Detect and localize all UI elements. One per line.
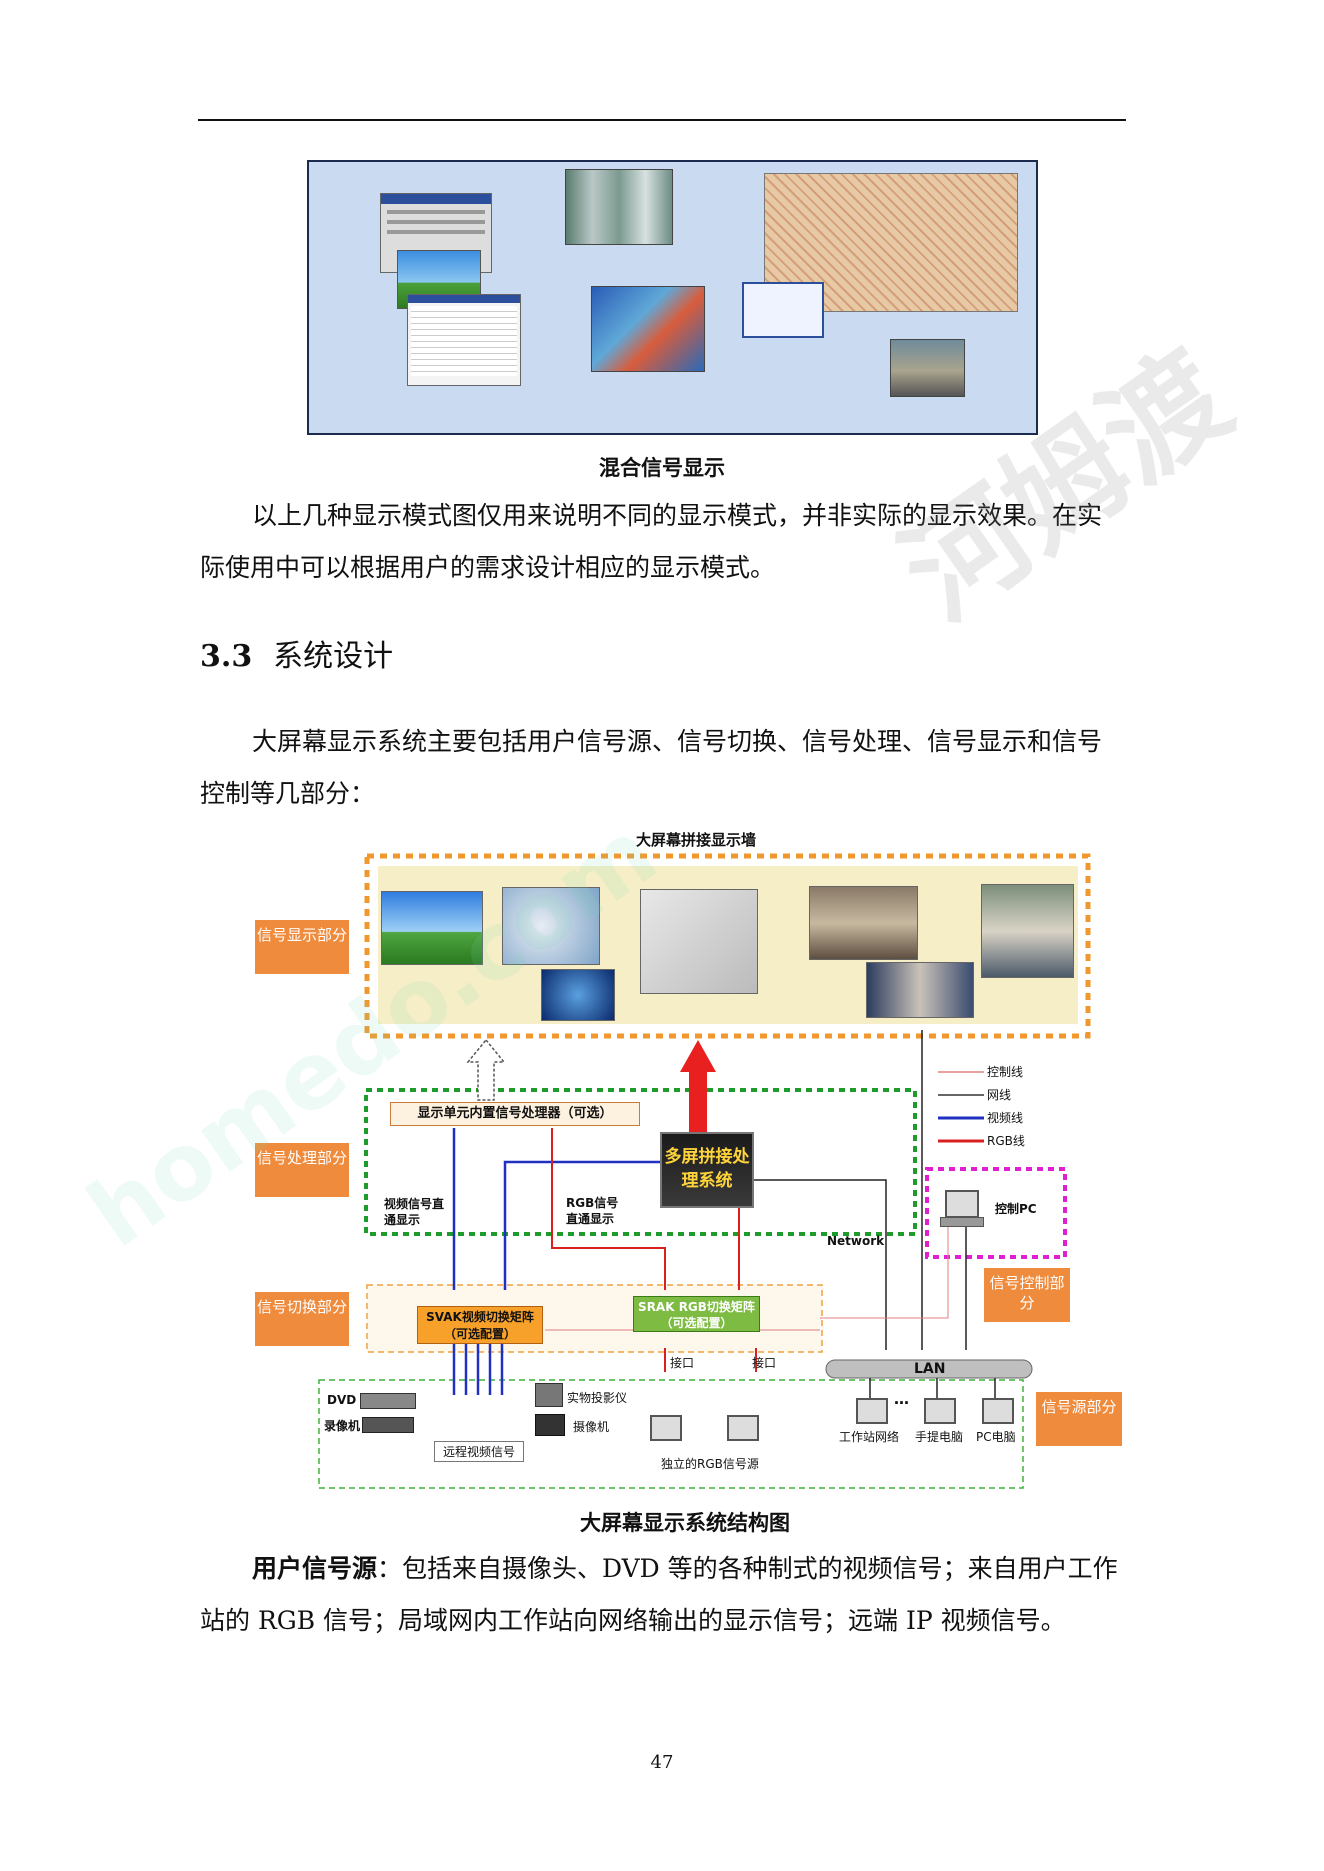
control-pc-label: 控制PC <box>995 1202 1037 1216</box>
mixed-signal-figure <box>307 160 1038 435</box>
interface-2: 接口 <box>752 1356 777 1370</box>
zone-switching-label: 信号切换部分 <box>255 1292 349 1346</box>
workstation-net-label: 工作站网络 <box>839 1430 900 1444</box>
wall-group-photo <box>981 884 1074 978</box>
section-number: 3.3 <box>200 639 253 674</box>
multiscreen-processor: 多屏拼接处理系统 <box>660 1132 754 1208</box>
wall-globe <box>541 969 615 1021</box>
zone-display-label: 信号显示部分 <box>255 920 349 974</box>
section-title: 系统设计 <box>273 639 394 674</box>
paragraph-3-text: ：包括来自摄像头、DVD 等的各种制式的视频信号；来自用户工作站的 RGB 信号… <box>200 1554 1118 1635</box>
rgb-source-pc-2-icon <box>727 1415 759 1441</box>
paragraph-3: 用户信号源：包括来自摄像头、DVD 等的各种制式的视频信号；来自用户工作站的 R… <box>200 1543 1124 1647</box>
lan-label: LAN <box>914 1361 946 1377</box>
remote-video-label: 远程视频信号 <box>434 1441 525 1462</box>
doc-camera-label: 实物投影仪 <box>567 1391 628 1405</box>
figure1-caption: 混合信号显示 <box>599 455 725 480</box>
zone-control-label: 信号控制部分 <box>984 1268 1070 1322</box>
wall-title: 大屏幕拼接显示墙 <box>636 831 757 849</box>
section-heading: 3.3 系统设计 <box>200 631 393 675</box>
camera-icon <box>535 1414 565 1436</box>
figure2-caption: 大屏幕显示系统结构图 <box>580 1510 790 1535</box>
srak-matrix: SRAK RGB切换矩阵（可选配置） <box>633 1296 760 1332</box>
paragraph-3-lead: 用户信号源 <box>252 1554 378 1583</box>
paragraph-1: 以上几种显示模式图仅用来说明不同的显示模式，并非实际的显示效果。在实际使用中可以… <box>200 501 1103 582</box>
vcr-label: 录像机 <box>324 1419 361 1433</box>
satellite-image <box>591 286 705 372</box>
builtin-processor-box: 显示单元内置信号处理器（可选） <box>390 1102 640 1126</box>
paragraph-2: 大屏幕显示系统主要包括用户信号源、信号切换、信号处理、信号显示和信号控制等几部分… <box>200 727 1103 808</box>
control-pc-keyboard-icon <box>940 1217 984 1227</box>
workstation-icon <box>856 1398 888 1424</box>
wall-news-photo <box>866 962 974 1018</box>
network-label: Network <box>827 1234 885 1248</box>
camera-label: 摄像机 <box>573 1420 610 1434</box>
video-direct-label: 视频信号直通显示 <box>384 1197 445 1227</box>
legend-video: 视频线 <box>987 1111 1024 1125</box>
street-photo <box>890 339 965 397</box>
more-dots: … <box>894 1390 909 1408</box>
wall-chart <box>640 889 758 994</box>
control-pc-icon <box>945 1190 979 1218</box>
legend-control: 控制线 <box>987 1065 1024 1079</box>
document-camera-icon <box>535 1383 563 1407</box>
dvd-label: DVD <box>327 1393 357 1407</box>
laptop-icon <box>924 1398 956 1424</box>
dvd-icon <box>360 1393 416 1409</box>
spreadsheet-window <box>407 294 521 386</box>
wall-meeting-photo <box>809 886 918 960</box>
small-window <box>742 282 824 338</box>
pc-icon <box>982 1398 1014 1424</box>
substation-photo <box>565 169 673 245</box>
svak-matrix: SVAK视频切换矩阵（可选配置） <box>417 1306 543 1344</box>
watermark-en: homedo.com <box>69 799 676 1268</box>
pc-label: PC电脑 <box>976 1430 1016 1444</box>
legend-network: 网线 <box>987 1088 1012 1102</box>
header-rule <box>198 119 1126 121</box>
zone-source-label: 信号源部分 <box>1036 1392 1122 1446</box>
vcr-icon <box>362 1417 414 1433</box>
rgb-source-pc-1-icon <box>650 1415 682 1441</box>
legend-rgb: RGB线 <box>987 1134 1025 1148</box>
rgb-direct-label: RGB信号直通显示 <box>566 1196 619 1226</box>
laptop-label: 手提电脑 <box>915 1430 964 1444</box>
interface-1: 接口 <box>670 1356 695 1370</box>
page-number: 47 <box>650 1752 674 1773</box>
rgb-sources-label: 独立的RGB信号源 <box>661 1457 759 1471</box>
